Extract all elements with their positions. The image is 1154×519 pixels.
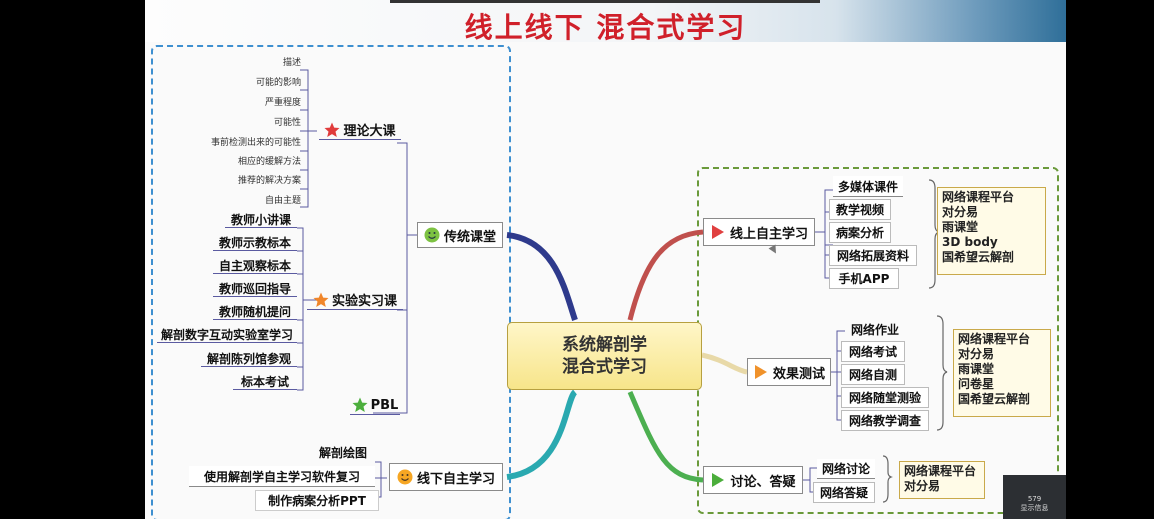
practice-item: 教师小讲课 — [225, 211, 297, 228]
red-star-icon — [324, 122, 340, 138]
orange-star-icon — [313, 292, 329, 308]
theory-label: 理论大课 — [343, 124, 396, 139]
theory-item: 相应的缓解方法 — [237, 156, 301, 167]
platform-item: 雨课堂 — [958, 362, 995, 376]
slide-title: 线上线下 混合式学习 — [464, 11, 747, 44]
test-platforms: 网络课程平台 对分易 雨课堂 问卷星 国希望云解剖 — [953, 329, 1051, 417]
slide: 线上线下 混合式学习 — [145, 0, 1066, 519]
connector-lines — [297, 69, 948, 503]
practice-item: 解剖数字互动实验室学习 — [157, 326, 297, 343]
platform-item: 网络课程平台 — [904, 464, 977, 478]
orange-smiley-icon — [397, 469, 413, 485]
green-star-icon — [352, 397, 368, 413]
platform-item: 问卷星 — [958, 377, 995, 391]
theory-item: 可能性 — [273, 117, 301, 128]
central-topic-line1: 系统解剖学 — [562, 335, 647, 355]
practice-item: 自主观察标本 — [213, 257, 297, 274]
theory-item: 事前检测出来的可能性 — [210, 137, 301, 148]
red-flag-icon — [710, 224, 726, 240]
test-item: 网络随堂测验 — [841, 387, 929, 408]
offline-self-node: 线下自主学习 — [389, 463, 503, 491]
test-item: 网络教学调查 — [841, 410, 929, 431]
platform-item: 国希望云解剖 — [942, 250, 1015, 264]
offline-item: 使用解剖学自主学习软件复习 — [189, 466, 375, 487]
discussion-item: 网络讨论 — [817, 459, 875, 479]
online-self-label: 线上自主学习 — [729, 226, 808, 242]
platform-item: 3D body — [942, 235, 998, 249]
green-flag-icon — [710, 472, 726, 488]
platform-item: 网络课程平台 — [958, 332, 1031, 346]
offline-item: 制作病案分析PPT — [255, 490, 379, 511]
corner-info-widget[interactable]: 579 显示信息 — [1003, 475, 1066, 519]
theory-item: 描述 — [282, 57, 301, 68]
online-self-node: 线上自主学习 — [703, 218, 815, 246]
green-smiley-icon — [424, 227, 440, 243]
discussion-item: 网络答疑 — [813, 482, 875, 503]
discussion-node: 讨论、答疑 — [703, 466, 803, 494]
platform-item: 国希望云解剖 — [958, 392, 1031, 406]
central-topic-line2: 混合式学习 — [562, 357, 647, 377]
online-platforms: 网络课程平台 对分易 雨课堂 3D body 国希望云解剖 — [937, 187, 1046, 275]
discussion-platforms: 网络课程平台 对分易 — [899, 461, 985, 499]
central-topic: 系统解剖学 混合式学习 — [507, 322, 702, 390]
test-item: 网络作业 — [850, 322, 899, 337]
practice-item: 教师随机提问 — [213, 303, 297, 320]
theory-item: 严重程度 — [264, 97, 301, 108]
banner-top-bar — [390, 0, 820, 3]
theory-node: 理论大课 — [319, 120, 401, 140]
practice-item: 教师巡回指导 — [213, 280, 297, 297]
traditional-node: 传统课堂 — [417, 222, 503, 248]
platform-item: 对分易 — [942, 205, 979, 219]
theory-item: 可能的影响 — [255, 77, 301, 88]
orange-flag-icon — [753, 364, 769, 380]
traditional-label: 传统课堂 — [443, 229, 496, 245]
online-item: 教学视频 — [829, 199, 891, 220]
test-item: 网络自测 — [841, 364, 905, 385]
test-item: 网络考试 — [841, 341, 905, 362]
theory-item: 自由主题 — [264, 195, 301, 206]
corner-caption: 显示信息 — [1020, 504, 1049, 512]
corner-number: 579 — [1027, 495, 1042, 503]
platform-item: 雨课堂 — [942, 220, 979, 234]
offline-item: 解剖绘图 — [318, 445, 367, 460]
offline-region-border — [151, 45, 511, 519]
online-item: 多媒体课件 — [833, 176, 903, 197]
practice-node: 实验实习课 — [307, 290, 403, 310]
platform-item: 对分易 — [904, 479, 941, 493]
platform-item: 网络课程平台 — [942, 190, 1015, 204]
offline-self-label: 线下自主学习 — [416, 471, 495, 487]
online-item: 手机APP — [829, 268, 899, 289]
practice-item: 教师示教标本 — [213, 234, 297, 251]
pbl-node: PBL — [350, 396, 400, 415]
online-item: 病案分析 — [829, 222, 891, 243]
pbl-label: PBL — [370, 397, 399, 413]
discussion-label: 讨论、答疑 — [730, 474, 796, 490]
online-item: 网络拓展资料 — [829, 245, 917, 266]
test-label: 效果测试 — [773, 366, 826, 382]
platform-item: 对分易 — [958, 347, 995, 361]
theory-item: 推荐的解决方案 — [237, 175, 301, 186]
practice-item: 解剖陈列馆参观 — [201, 350, 297, 367]
test-node: 效果测试 — [747, 358, 831, 386]
practice-item: 标本考试 — [233, 373, 297, 390]
title-banner — [145, 0, 1066, 42]
practice-label: 实验实习课 — [331, 294, 397, 309]
